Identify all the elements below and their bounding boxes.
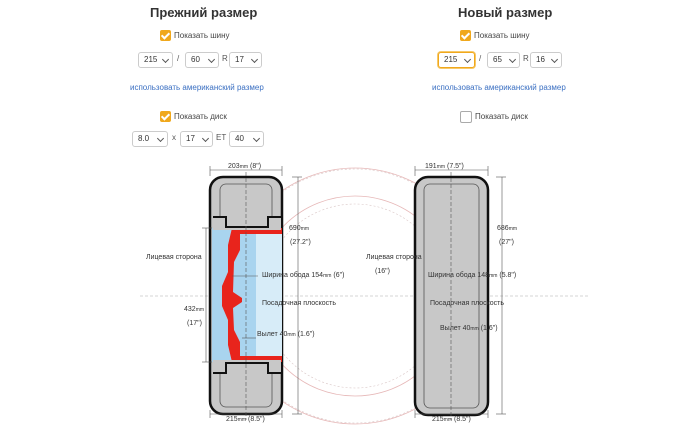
disc-et-select-old[interactable]: 40 xyxy=(229,131,264,147)
separator-slash: / xyxy=(177,54,180,63)
checkbox-checked-icon xyxy=(160,111,171,123)
old-size-heading: Прежний размер xyxy=(150,5,258,20)
checkbox-unchecked-icon xyxy=(460,110,472,123)
show-disc-label: Показать диск xyxy=(475,112,528,122)
et-label: ET xyxy=(216,133,227,142)
old-rim-red xyxy=(222,228,242,362)
old-top-width-label: 203mm (8") xyxy=(228,163,262,170)
american-size-link-new[interactable]: использовать американский размер xyxy=(432,83,566,92)
old-tire-section xyxy=(208,172,284,420)
new-rim-width-label: Ширина обода 148mm (5.8") xyxy=(428,272,517,279)
separator-slash: / xyxy=(479,54,482,63)
rim-diameter-select-old[interactable]: 17 xyxy=(229,52,262,68)
new-dimension-lines xyxy=(414,166,506,418)
new-bottom-width-label: 215mm (8.5") xyxy=(432,416,471,423)
disc-diameter-select-old[interactable]: 17 xyxy=(180,131,213,147)
old-height-label: 690mm xyxy=(289,225,310,232)
r-label: R xyxy=(222,54,228,63)
show-disc-checkbox-old[interactable]: Показать диск xyxy=(160,108,227,126)
checkbox-checked-icon xyxy=(160,30,171,42)
new-top-width-label: 191mm (7.5") xyxy=(425,163,464,170)
old-seat-label: Посадочная плоскость xyxy=(262,300,337,307)
tire-width-select-old[interactable]: 215 xyxy=(138,52,173,68)
old-rim-diameter-label: 432mm xyxy=(184,306,205,313)
american-size-link-old[interactable]: использовать американский размер xyxy=(130,83,264,92)
new-height-inch-label: (27") xyxy=(499,239,514,246)
new-tire-section xyxy=(413,172,490,420)
rim-diameter-select-new[interactable]: 16 xyxy=(530,52,562,68)
new-seat-label: Посадочная плоскость xyxy=(430,300,505,307)
old-offset-label: Вылет 40mm (1.6") xyxy=(257,331,315,338)
old-face-label: Лицевая сторона xyxy=(146,254,202,261)
old-dimension-lines xyxy=(202,166,302,418)
old-rim-diameter-inch-label: (17") xyxy=(187,320,202,327)
tire-profile-select-old[interactable]: 60 xyxy=(185,52,219,68)
show-tire-checkbox-new[interactable]: Показать шину xyxy=(460,27,530,45)
tire-width-select-new[interactable]: 215 xyxy=(438,52,475,68)
x-label: x xyxy=(172,133,176,142)
new-offset-label: Вылет 40mm (1.6") xyxy=(440,325,498,332)
show-tire-checkbox-old[interactable]: Показать шину xyxy=(160,27,230,45)
new-height-label: 686mm xyxy=(497,225,518,232)
r-label: R xyxy=(523,54,529,63)
new-face-label: Лицевая сторона xyxy=(366,254,422,261)
old-rim-width-label: Ширина обода 154mm (6") xyxy=(262,272,345,279)
show-tire-label: Показать шину xyxy=(174,31,230,41)
old-bottom-width-label: 215mm (8.5") xyxy=(226,416,265,423)
new-size-heading: Новый размер xyxy=(458,5,553,20)
show-tire-label: Показать шину xyxy=(474,31,530,41)
old-height-inch-label: (27.2") xyxy=(290,239,311,246)
show-disc-label: Показать диск xyxy=(174,112,227,122)
disc-width-select-old[interactable]: 8.0 xyxy=(132,131,168,147)
new-rim-diameter-inch-label: (16") xyxy=(375,268,390,275)
checkbox-checked-icon xyxy=(460,30,471,42)
tire-profile-select-new[interactable]: 65 xyxy=(487,52,520,68)
show-disc-checkbox-new[interactable]: Показать диск xyxy=(460,108,528,126)
